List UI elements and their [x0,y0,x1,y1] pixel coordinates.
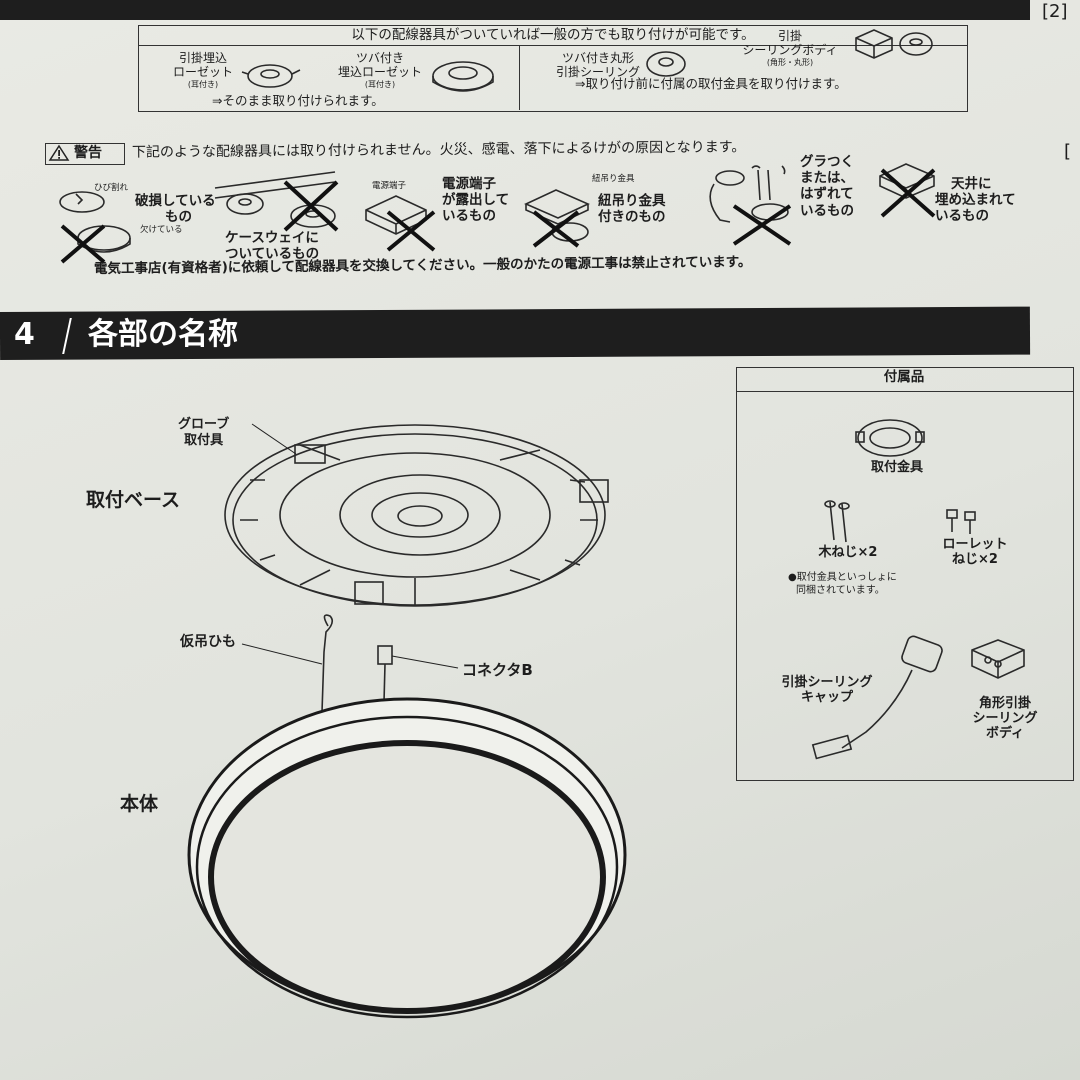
section-number: 4 [14,317,35,352]
compatible-item-4-label: 引掛シーリングボディ (角形・丸形) [742,29,838,67]
hanging-hook-icon [524,189,590,248]
terminal-small-label: 電源端子 [372,181,407,191]
knurled-screw-label: ローレットねじ×2 [942,537,1008,567]
ceiling-cap-icon [811,635,943,760]
wood-screw-icon [824,500,850,543]
page-corner-marker: [2] [1042,1,1068,22]
compatible-item-3-label: ツバ付き丸形引掛シーリング [555,51,640,79]
mounting-bracket-icon [855,419,925,457]
crack-label: ひび割れ [94,183,129,193]
compatible-item-1-label: 引掛埋込ローゼット (耳付き) [172,51,233,89]
damaged-label: 破損しているもの [135,193,216,226]
exposed-terminal-icon [365,195,436,252]
page-corner-marker-2: [ [1064,141,1072,162]
accessories-box [736,367,1074,781]
loose-fixture-icon [709,165,792,246]
globe-mount-label: グローブ取付具 [178,417,230,448]
compatible-heading: 以下の配線器具がついていれば一般の方でも取り付けが可能です。 [351,27,755,43]
embedded-label: 天井に埋め込まれているもの [935,176,1016,225]
temporary-string-illustration [241,614,459,713]
section-3-bar [0,0,1030,20]
compatible-fixtures-box [138,25,968,112]
mounting-base-label: 取付ベース [86,489,181,511]
main-body-label: 本体 [120,793,159,815]
section-title: 各部の名称 [88,317,238,352]
globe-mount-leader [251,423,297,455]
wood-screw-label: 木ねじ×2 [818,545,878,560]
main-body-illustration [187,697,627,1019]
hook-label: 紐吊り金具付きのもの [598,193,666,226]
flush-rosette-icon [241,64,301,88]
compatible-divider [519,46,520,110]
warning-triangle-icon [48,144,70,161]
caseway-label: ケースウェイについているもの [225,230,320,263]
damaged-rosette-icon [59,191,131,264]
caseway-fixture-icon [214,171,339,232]
bracket-label: 取付金具 [870,460,923,475]
compatible-item-2-label: ツバ付き埋込ローゼット (耳付き) [337,51,422,89]
bundled-note: ●取付金具といっしょに同梱されています。 [788,572,897,596]
flanged-rosette-icon [432,61,494,92]
embedded-fixture-icon [879,163,936,218]
temporary-string-label: 仮吊ひも [180,634,236,650]
mounting-base-illustration [224,424,609,607]
compatible-heading-rule [138,45,968,46]
hook-small-label: 紐吊り金具 [592,174,635,184]
ceiling-body-round-icon [899,32,933,56]
loose-label: グラつくまたは、はずれているもの [800,154,854,219]
connector-b-label: コネクタB [462,661,533,679]
compatible-right-note: ⇒取り付け前に付属の取付金具を取り付けます。 [575,76,847,91]
ceiling-body-square-icon [855,29,893,59]
warning-label: 警告 [74,145,102,161]
compatible-left-note: ⇒そのまま取り付けられます。 [212,93,384,108]
warning-label-box [45,143,125,165]
accessories-title: 付属品 [883,369,925,385]
round-ceiling-receptacle-icon [646,51,686,77]
ceiling-cap-label: 引掛シーリングキャップ [781,675,873,705]
square-ceiling-body-label: 角形引掛シーリングボディ [972,696,1038,741]
terminal-label: 電源端子が露出しているもの [442,176,510,225]
square-ceiling-body-icon [971,639,1025,679]
accessories-title-rule [736,391,1074,392]
chipped-label: 欠けている [140,225,183,235]
knurled-screw-icon [946,509,976,534]
